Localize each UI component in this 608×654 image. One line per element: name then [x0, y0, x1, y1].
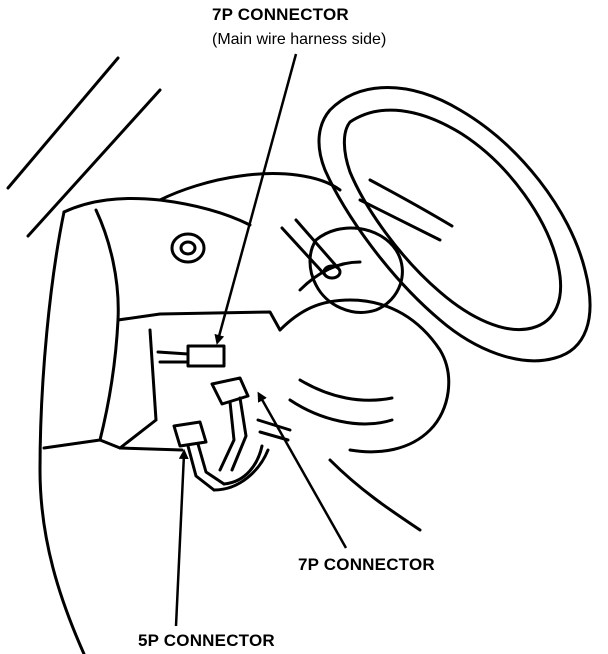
- connector-5p-wires: [186, 442, 226, 492]
- lower-panel-line-2: [118, 328, 158, 450]
- label-7p-connector-lower: 7P CONNECTOR: [298, 555, 435, 574]
- harness-loop: [212, 444, 270, 492]
- label-5p-connector: 5P CONNECTOR: [138, 631, 275, 650]
- cluster-bottom: [98, 438, 184, 452]
- windshield-line-1: [6, 56, 120, 190]
- leader-arrow-7p-top: [214, 53, 298, 345]
- connector-7p-lower-body: [210, 376, 250, 406]
- column-shroud-side: [298, 260, 362, 292]
- leader-arrow-5p: [174, 449, 189, 627]
- connector-7p-main-body: [186, 344, 226, 368]
- switch-knob-left: [170, 232, 206, 264]
- switch-knob-left-inner: [179, 240, 197, 256]
- steering-wheel-rim-outer: [317, 86, 592, 363]
- connector-7p-lower-wires: [218, 396, 292, 472]
- column-shroud-upper: [158, 172, 342, 202]
- leader-arrow-7p-lower: [257, 391, 348, 549]
- label-7p-connector-top-subtitle: (Main wire harness side): [212, 31, 387, 48]
- steering-wheel-spoke: [358, 178, 454, 242]
- steering-hub: [308, 226, 404, 314]
- cluster-hood-inner: [116, 310, 282, 332]
- connector-7p-main-wires: [156, 350, 190, 364]
- steering-wheel-rim-inner: [342, 108, 563, 332]
- dashboard-left-edge: [38, 210, 86, 654]
- connector-5p-body: [172, 420, 208, 448]
- lever-tip: [322, 264, 342, 280]
- lower-panel-line: [328, 458, 422, 532]
- cluster-hood: [42, 208, 120, 450]
- dashboard-upper-contour: [62, 197, 252, 227]
- turn-signal-lever: [280, 218, 340, 278]
- column-shroud-lower: [278, 298, 451, 454]
- windshield-line-2: [26, 88, 162, 238]
- steering-column-shaft: [288, 378, 394, 426]
- label-7p-connector-top: 7P CONNECTOR: [212, 5, 349, 24]
